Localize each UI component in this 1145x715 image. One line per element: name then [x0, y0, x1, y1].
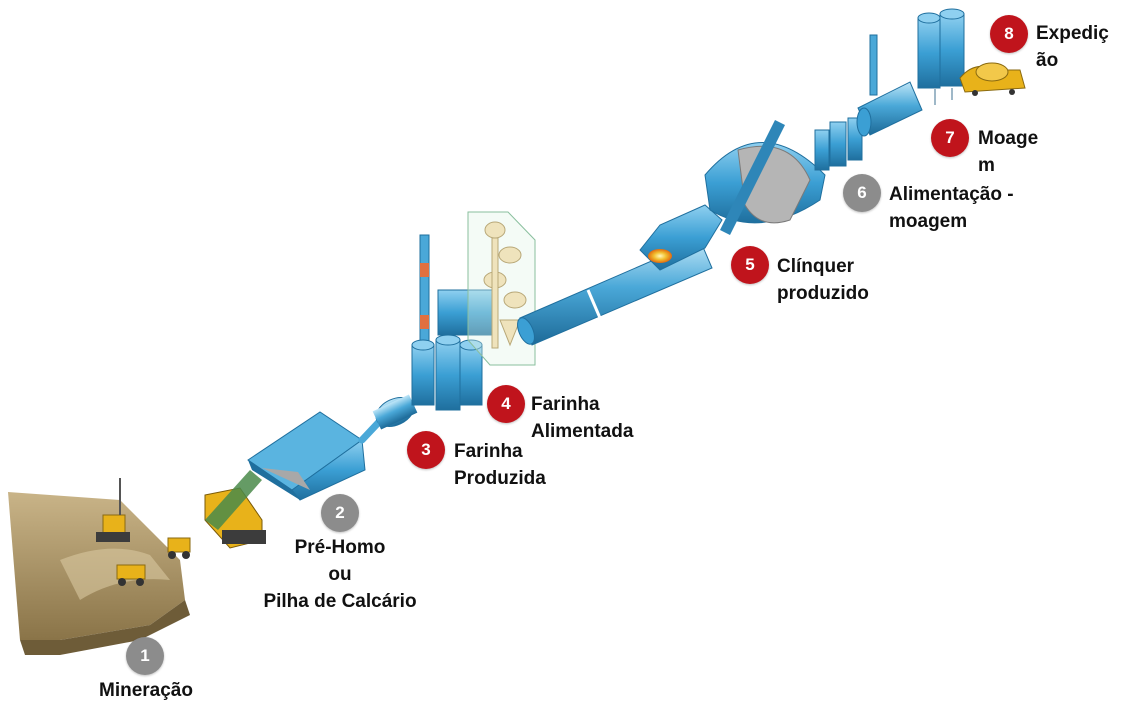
step-8-label: Expediç ão [1036, 23, 1109, 71]
step-5-label: Clínquer produzido [777, 256, 869, 304]
raw-mill [372, 394, 418, 430]
loader [167, 537, 191, 559]
step-2-badge: 2 [321, 494, 359, 532]
step-3-label: Farinha Produzida [454, 441, 546, 489]
step-7-badge: 7 [931, 119, 969, 157]
step-2-label: Pré-Homo ou Pilha de Calcário [263, 537, 417, 612]
feed-silos [814, 117, 863, 171]
crusher [204, 470, 266, 549]
excavator [96, 478, 130, 542]
step-7-label: Moage m [978, 128, 1039, 176]
step-4-badge: 4 [487, 385, 525, 423]
step-8-badge: 8 [990, 15, 1028, 53]
raw-meal-silos [411, 334, 483, 411]
step-3-badge: 3 [407, 431, 445, 469]
cement-silos [869, 8, 965, 105]
burner [639, 204, 723, 271]
step-5-badge: 5 [731, 246, 769, 284]
tanker-truck [959, 62, 1026, 96]
step-6-label: Alimentação - moagem [889, 184, 1014, 232]
clinker-cooler [704, 120, 826, 235]
step-6-badge: 6 [843, 174, 881, 212]
quarry-hill [8, 492, 190, 655]
stack [419, 234, 430, 346]
prehomo-shed [247, 411, 366, 501]
step-1-label: Mineração [99, 680, 193, 701]
step-4-label: Farinha Alimentada [531, 394, 634, 442]
cement-mill [856, 81, 923, 137]
quarry-truck [116, 564, 146, 586]
step-1-badge: 1 [126, 637, 164, 675]
